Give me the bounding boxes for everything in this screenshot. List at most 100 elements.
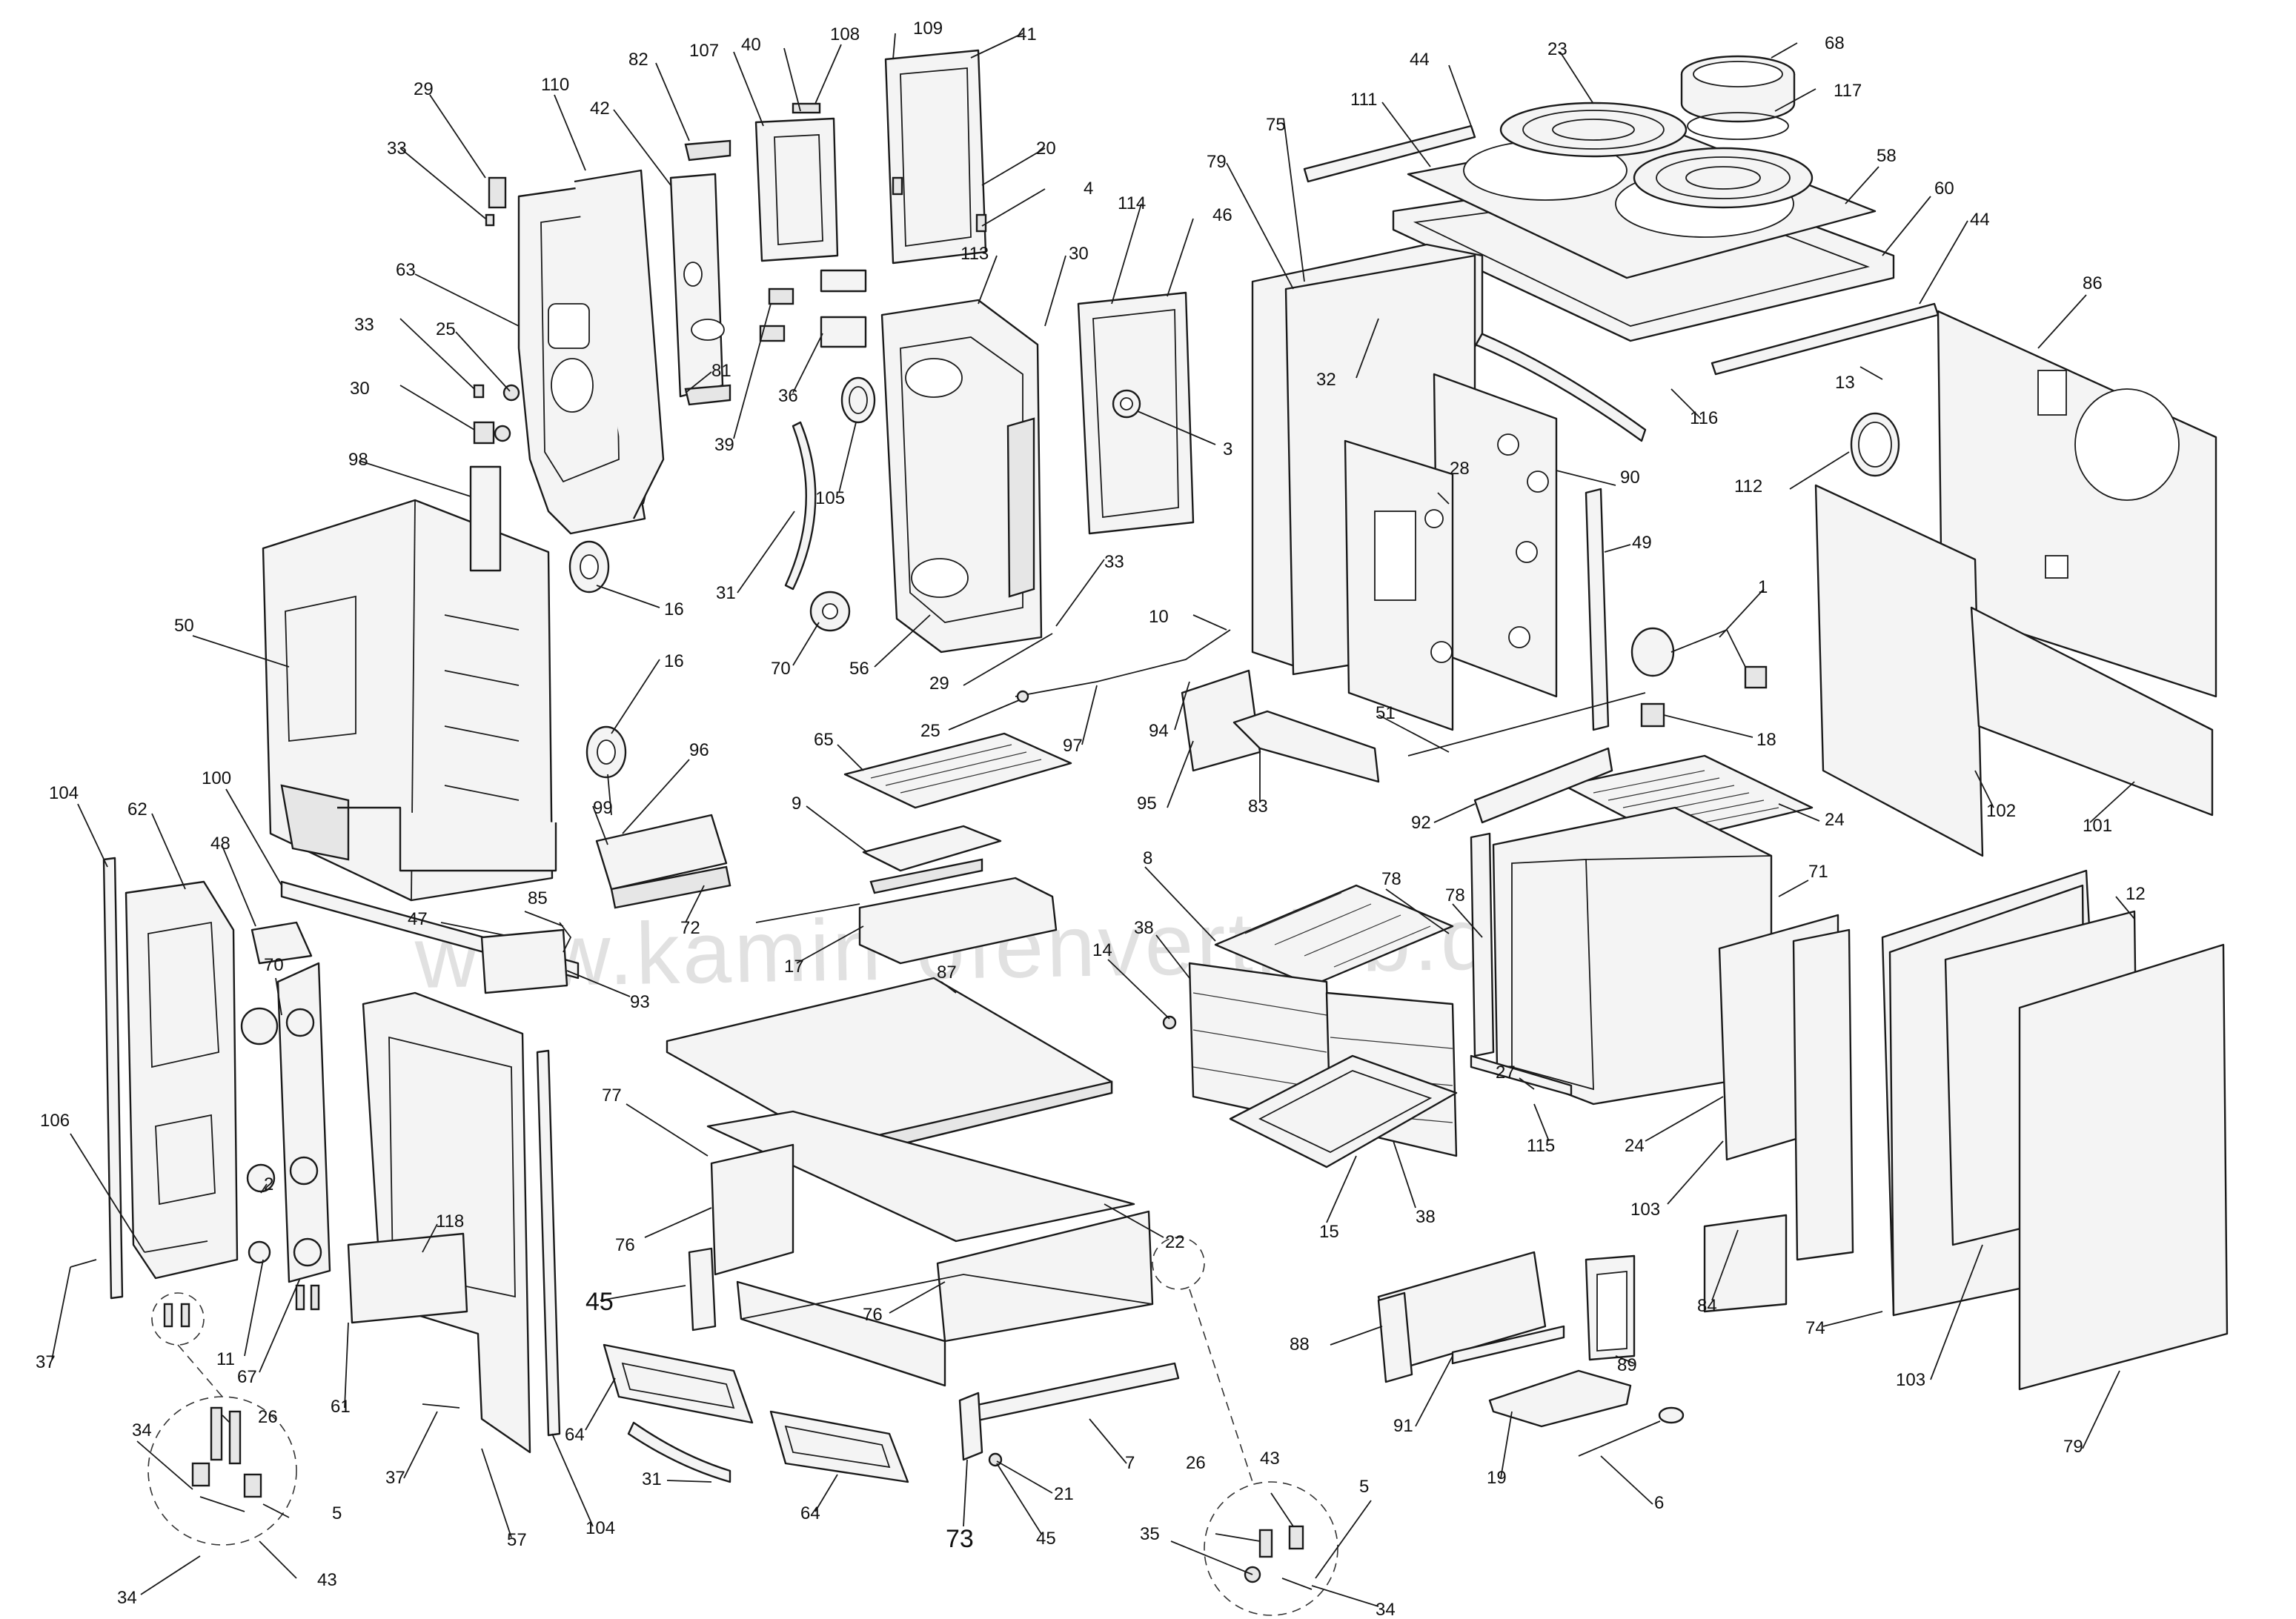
part-plate-46 bbox=[1077, 291, 1195, 535]
callout-c80: 78 bbox=[1381, 869, 1401, 889]
callout-c124: 45 bbox=[1036, 1529, 1056, 1549]
part-strip-27 bbox=[1470, 1054, 1573, 1097]
callout-c22: 30 bbox=[1069, 244, 1089, 264]
callout-c12: 4 bbox=[1084, 179, 1093, 199]
callout-c128: 34 bbox=[117, 1588, 137, 1608]
callout-c34: 50 bbox=[174, 616, 194, 636]
callout-c88: 77 bbox=[602, 1086, 622, 1106]
detail-circle-left bbox=[147, 1396, 297, 1546]
callout-c78: 93 bbox=[630, 992, 650, 1012]
callout-c29: 31 bbox=[716, 583, 736, 603]
part-plate-87 bbox=[666, 977, 1113, 1157]
callout-c126: 26 bbox=[258, 1407, 278, 1427]
callout-c76: 72 bbox=[680, 918, 700, 938]
callout-c24: 46 bbox=[1212, 205, 1232, 225]
callout-c36: 23 bbox=[1547, 39, 1567, 59]
callout-c30: 70 bbox=[771, 659, 791, 679]
part-ring-13 bbox=[1850, 412, 1900, 477]
callout-c84: 70 bbox=[264, 955, 284, 975]
leader-lines bbox=[51, 33, 2135, 1607]
callout-c55: 94 bbox=[1149, 721, 1169, 741]
part-back-panel-86 bbox=[1937, 310, 2217, 698]
callout-c75: 85 bbox=[528, 888, 548, 908]
part-tray-15 bbox=[1229, 1054, 1458, 1168]
callout-c114: 7 bbox=[1125, 1453, 1135, 1473]
callout-c25: 3 bbox=[1223, 439, 1232, 459]
callout-c6: 107 bbox=[689, 41, 719, 61]
callout-c100: 84 bbox=[1697, 1296, 1717, 1316]
callout-c1: 29 bbox=[414, 79, 434, 99]
part-small-clip-29 bbox=[485, 176, 507, 227]
callout-c86: 14 bbox=[1092, 940, 1112, 960]
callout-c74: 47 bbox=[408, 909, 428, 929]
part-hinges-82 bbox=[684, 139, 731, 406]
callout-c17: 39 bbox=[714, 435, 734, 455]
callout-c37: 68 bbox=[1825, 33, 1845, 53]
part-oven-frame-92 bbox=[1470, 747, 1613, 1057]
part-plate-28 bbox=[1344, 439, 1454, 731]
part-control-panel-67 bbox=[276, 962, 331, 1283]
callout-c101: 45 bbox=[585, 1288, 614, 1316]
callout-c58: 51 bbox=[1376, 703, 1396, 723]
callout-c59: 18 bbox=[1756, 730, 1776, 750]
part-gear-70 bbox=[809, 591, 851, 632]
callout-c77: 17 bbox=[784, 957, 804, 977]
part-rod-51 bbox=[1407, 692, 1646, 757]
callout-c27: 16 bbox=[664, 599, 684, 619]
callout-c42: 58 bbox=[1877, 146, 1897, 166]
callout-c66: 101 bbox=[2083, 816, 2112, 836]
callout-c60: 95 bbox=[1137, 794, 1157, 814]
callout-c45: 86 bbox=[2083, 273, 2103, 293]
part-panel-79 bbox=[2018, 943, 2229, 1391]
callout-c105: 61 bbox=[331, 1397, 351, 1417]
part-ring-plate-23 bbox=[1499, 102, 1814, 209]
callout-c28: 16 bbox=[664, 651, 684, 671]
callout-c133: 35 bbox=[1140, 1524, 1160, 1544]
callout-c5: 82 bbox=[628, 50, 648, 70]
part-flue-collar-68 bbox=[1680, 55, 1796, 140]
callout-c52: 49 bbox=[1632, 533, 1652, 553]
callout-c47: 116 bbox=[1690, 408, 1718, 428]
part-small-plates-39-36 bbox=[759, 269, 867, 348]
callout-c104: 67 bbox=[237, 1367, 257, 1387]
detail-link-right bbox=[1189, 1289, 1253, 1483]
callout-c51: 90 bbox=[1620, 468, 1640, 488]
callout-c89: 2 bbox=[264, 1174, 273, 1194]
part-front-frame-62 bbox=[125, 880, 239, 1280]
part-base-22-76 bbox=[706, 1110, 1154, 1387]
part-bar-93 bbox=[480, 928, 568, 994]
callout-c134: 34 bbox=[1376, 1600, 1396, 1619]
callout-c112: 64 bbox=[565, 1425, 585, 1445]
part-strip-49 bbox=[1585, 488, 1610, 731]
callout-c65: 102 bbox=[1986, 801, 2016, 821]
part-frame-89 bbox=[1585, 1254, 1636, 1361]
callout-c72: 99 bbox=[593, 798, 613, 818]
part-side-panel-102 bbox=[1814, 484, 2214, 857]
callout-c97: 115 bbox=[1527, 1136, 1555, 1156]
part-plate-19 bbox=[1488, 1369, 1632, 1428]
callout-c33: 29 bbox=[929, 674, 949, 694]
callout-c69: 62 bbox=[127, 799, 147, 820]
callout-c19: 36 bbox=[778, 386, 798, 406]
callout-c108: 89 bbox=[1617, 1355, 1637, 1375]
callout-c127: 5 bbox=[332, 1503, 342, 1523]
parts-layer bbox=[70, 49, 2229, 1616]
callout-c31: 56 bbox=[849, 659, 869, 679]
callout-c46: 32 bbox=[1316, 370, 1336, 390]
callout-c41: 79 bbox=[1207, 152, 1227, 172]
callout-c87: 38 bbox=[1134, 918, 1154, 938]
part-fasteners-25-30 bbox=[473, 384, 520, 445]
callout-c132: 5 bbox=[1359, 1477, 1369, 1497]
callout-c53: 1 bbox=[1758, 577, 1768, 597]
part-handle-31 bbox=[784, 421, 817, 591]
callout-c61: 83 bbox=[1248, 797, 1268, 817]
callout-c92: 76 bbox=[615, 1235, 635, 1255]
callout-c98: 24 bbox=[1625, 1136, 1645, 1156]
callout-c71: 9 bbox=[792, 794, 801, 814]
callout-c109: 74 bbox=[1805, 1318, 1825, 1338]
callout-c2: 110 bbox=[541, 75, 569, 95]
callout-c20: 105 bbox=[815, 488, 845, 508]
callout-c49: 112 bbox=[1734, 476, 1762, 496]
callout-c107: 88 bbox=[1290, 1334, 1310, 1354]
